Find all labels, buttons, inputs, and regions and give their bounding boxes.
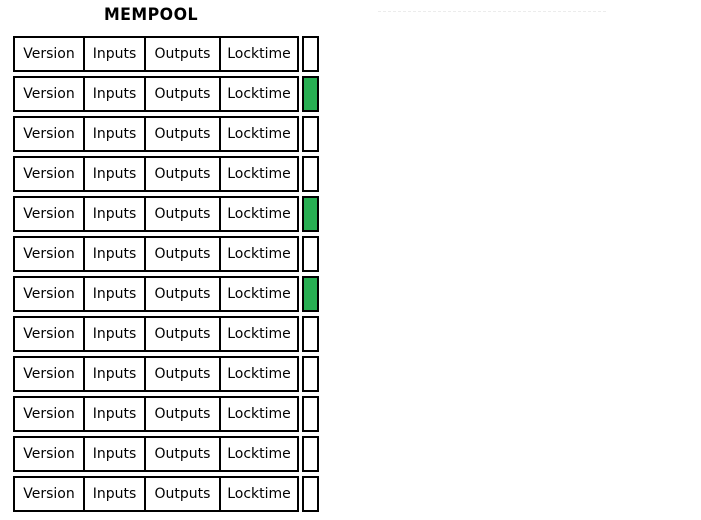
- transaction-field-outputs: Outputs: [144, 316, 221, 352]
- transaction-field-inputs: Inputs: [83, 396, 146, 432]
- transaction-field-version: Version: [13, 156, 85, 192]
- transaction-field-locktime: Locktime: [219, 436, 299, 472]
- transaction-field-inputs: Inputs: [83, 36, 146, 72]
- transaction-field-inputs: Inputs: [83, 196, 146, 232]
- transaction-field-version: Version: [13, 316, 85, 352]
- transaction-field-inputs: Inputs: [83, 436, 146, 472]
- transaction-field-version: Version: [13, 236, 85, 272]
- transaction-field-outputs: Outputs: [144, 36, 221, 72]
- transaction-field-outputs: Outputs: [144, 436, 221, 472]
- transaction-field-locktime: Locktime: [219, 116, 299, 152]
- transaction-field-inputs: Inputs: [83, 236, 146, 272]
- transaction-field-locktime: Locktime: [219, 156, 299, 192]
- transaction-field-inputs: Inputs: [83, 276, 146, 312]
- transaction-status-indicator[interactable]: [302, 116, 319, 152]
- transaction-field-outputs: Outputs: [144, 356, 221, 392]
- transaction-field-locktime: Locktime: [219, 236, 299, 272]
- transaction-field-locktime: Locktime: [219, 356, 299, 392]
- transaction-field-version: Version: [13, 36, 85, 72]
- transaction-field-outputs: Outputs: [144, 76, 221, 112]
- transaction-status-indicator[interactable]: [302, 196, 319, 232]
- transaction-field-outputs: Outputs: [144, 476, 221, 512]
- transaction-field-outputs: Outputs: [144, 276, 221, 312]
- transaction-field-version: Version: [13, 356, 85, 392]
- transaction-field-inputs: Inputs: [83, 156, 146, 192]
- transaction-status-indicator[interactable]: [302, 476, 319, 512]
- transaction-field-locktime: Locktime: [219, 276, 299, 312]
- transaction-field-locktime: Locktime: [219, 76, 299, 112]
- transaction-status-indicator[interactable]: [302, 436, 319, 472]
- transaction-status-indicator[interactable]: [302, 156, 319, 192]
- transaction-field-version: Version: [13, 436, 85, 472]
- transaction-field-locktime: Locktime: [219, 476, 299, 512]
- transaction-field-outputs: Outputs: [144, 116, 221, 152]
- transaction-field-inputs: Inputs: [83, 76, 146, 112]
- transaction-field-outputs: Outputs: [144, 156, 221, 192]
- transaction-field-version: Version: [13, 476, 85, 512]
- transaction-field-version: Version: [13, 76, 85, 112]
- transaction-field-version: Version: [13, 396, 85, 432]
- transaction-field-version: Version: [13, 196, 85, 232]
- transaction-field-inputs: Inputs: [83, 356, 146, 392]
- transaction-field-outputs: Outputs: [144, 236, 221, 272]
- transaction-field-version: Version: [13, 116, 85, 152]
- transaction-field-locktime: Locktime: [219, 396, 299, 432]
- transaction-status-indicator[interactable]: [302, 356, 319, 392]
- transaction-status-indicator[interactable]: [302, 76, 319, 112]
- transaction-field-inputs: Inputs: [83, 116, 146, 152]
- transaction-field-inputs: Inputs: [83, 476, 146, 512]
- transaction-status-indicator[interactable]: [302, 276, 319, 312]
- transaction-status-indicator[interactable]: [302, 236, 319, 272]
- transaction-field-outputs: Outputs: [144, 196, 221, 232]
- transaction-field-version: Version: [13, 276, 85, 312]
- transaction-field-locktime: Locktime: [219, 316, 299, 352]
- transaction-status-indicator[interactable]: [302, 36, 319, 72]
- transaction-field-locktime: Locktime: [219, 36, 299, 72]
- transaction-status-indicator[interactable]: [302, 316, 319, 352]
- transaction-status-indicator[interactable]: [302, 396, 319, 432]
- divider-rule: [378, 11, 606, 12]
- transaction-field-inputs: Inputs: [83, 316, 146, 352]
- transaction-field-locktime: Locktime: [219, 196, 299, 232]
- transaction-field-outputs: Outputs: [144, 396, 221, 432]
- page-title: MEMPOOL: [103, 5, 199, 25]
